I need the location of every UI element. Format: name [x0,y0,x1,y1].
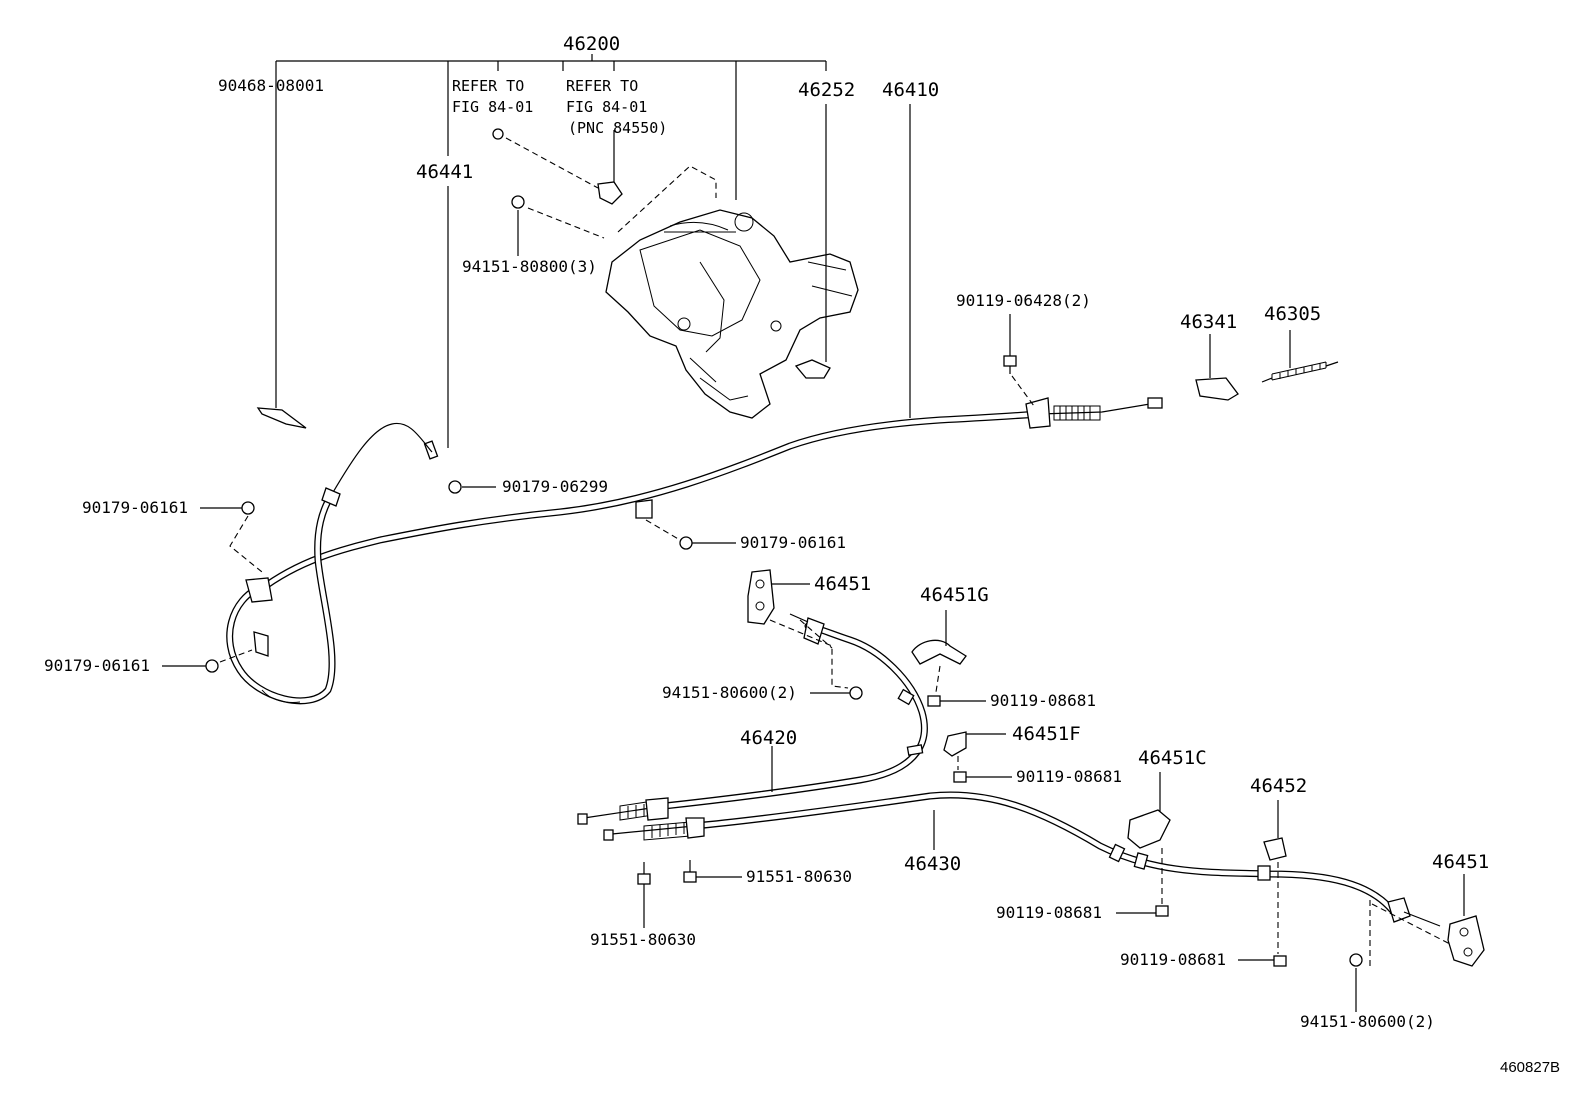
label-46430: 46430 [904,853,961,875]
bracket-46451G [911,610,967,693]
label-91551-80630-a: 91551-80630 [590,930,696,949]
label-90119-08681-a: 90119-08681 [990,691,1096,710]
label-90119-08681-c: 90119-08681 [996,903,1102,922]
bolt-90119-08681-d [1238,955,1287,967]
bolt-91551-80630-a [637,862,651,928]
label-90179-06161-a: 90179-06161 [82,498,188,517]
nut-90179-06161-b [162,649,253,673]
bracket-46451C [1127,772,1171,904]
label-90179-06299: 90179-06299 [502,477,608,496]
label-90119-08681-d: 90119-08681 [1120,950,1226,969]
label-94151-80800: 94151-80800(3) [462,257,597,276]
label-94151-80600-b: 94151-80600(2) [1300,1012,1435,1031]
nut-94151-80600-b [1349,953,1363,1012]
clip-90468-08001 [256,75,307,429]
label-46451G: 46451G [920,584,989,606]
label-90179-06161-c: 90179-06161 [740,533,846,552]
cable-loop-left [226,422,433,705]
label-refer-2b: FIG 84-01 [566,98,647,116]
label-refer-2a: REFER TO [566,77,638,95]
label-46410: 46410 [882,79,939,101]
label-90179-06161-b: 90179-06161 [44,656,150,675]
rear-cable-46420 [577,613,928,825]
label-46200: 46200 [563,33,620,55]
rear-cable-46430 [603,791,1441,927]
label-90468-08001: 90468-08001 [218,76,324,95]
bolt-90119-08681-a [927,695,986,707]
bracket-46451F [943,731,1006,770]
label-94151-80600-a: 94151-80600(2) [662,683,797,702]
plate-46451-a [747,569,849,689]
label-90119-08681-b: 90119-08681 [1016,767,1122,786]
part-46341 [1195,334,1239,401]
nut-90179-06299 [448,480,496,494]
label-46341: 46341 [1180,311,1237,333]
label-refer-2c: (PNC 84550) [568,119,667,137]
label-46420: 46420 [740,727,797,749]
label-46441: 46441 [416,161,473,183]
bolt-46441 [423,71,449,460]
front-cable-46410 [256,397,1163,594]
label-46305: 46305 [1264,303,1321,325]
spring-46305 [1261,330,1339,383]
plate-46451-b [1369,874,1485,968]
parking-brake-pedal-assembly [605,165,859,419]
bracket-pnc-84550 [597,130,623,205]
nut-94151-80800 [511,195,605,256]
nut-90179-06161-c [645,519,736,550]
label-refer-1b: FIG 84-01 [452,98,533,116]
nut-90179-06161-a [200,501,263,573]
label-refer-1a: REFER TO [452,77,524,95]
bolt-90119-08681-b [953,771,1012,783]
bolt-90119-06428 [1003,314,1035,407]
label-46252: 46252 [798,79,855,101]
bolt-91551-80630-b [683,860,742,883]
label-90119-06428: 90119-06428(2) [956,291,1091,310]
label-46452: 46452 [1250,775,1307,797]
label-91551-80630-b: 91551-80630 [746,867,852,886]
bolt-90119-08681-c [1116,905,1169,917]
assembly-bracket-46200 [275,54,827,200]
figure-id: 460827B [1500,1059,1560,1076]
label-46451F: 46451F [1012,723,1081,745]
label-46451-b: 46451 [1432,851,1489,873]
label-46451C: 46451C [1138,747,1207,769]
clamp-46452 [1263,800,1287,954]
bolt-refer-fig [492,128,599,189]
label-46451-a: 46451 [814,573,871,595]
nut-94151-80600-a [810,686,863,700]
